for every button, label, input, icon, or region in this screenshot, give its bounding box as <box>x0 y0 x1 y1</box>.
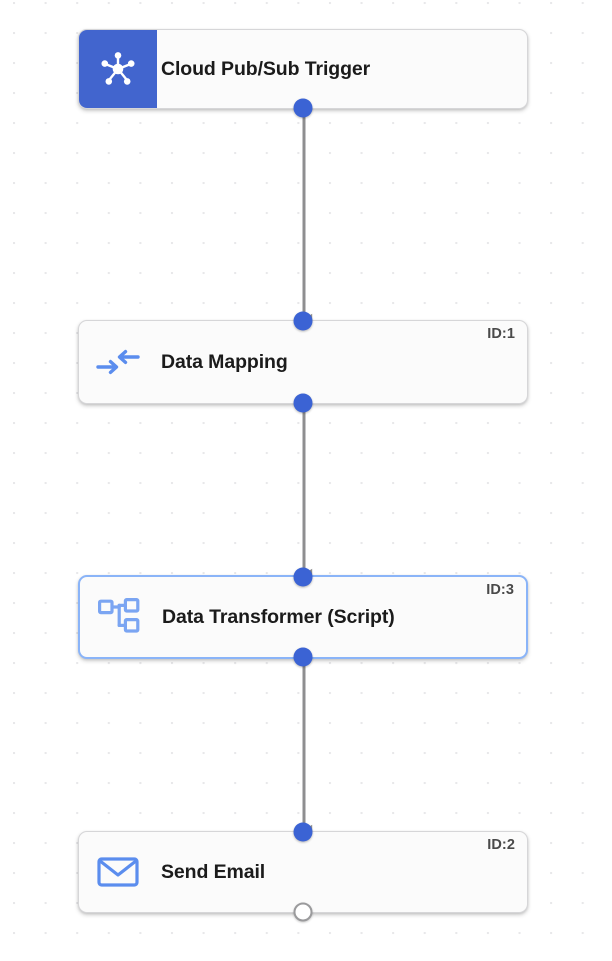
port-bottom-cloud-pubsub-trigger[interactable] <box>293 98 313 118</box>
port-top-data-mapping[interactable] <box>293 311 313 331</box>
port-top-send-email[interactable] <box>293 822 313 842</box>
port-bottom-data-transformer-script[interactable] <box>293 647 313 667</box>
node-data-mapping[interactable]: Data Mapping ID:1 <box>78 311 528 413</box>
node-send-email[interactable]: Send Email ID:2 <box>78 822 528 922</box>
merge-arrows-icon <box>79 321 157 403</box>
port-bottom-send-email[interactable] <box>293 902 313 922</box>
node-id-badge: ID:3 <box>486 582 514 598</box>
schema-tree-icon <box>80 577 158 657</box>
node-label: Data Transformer (Script) <box>162 605 395 628</box>
node-data-transformer-script[interactable]: Data Transformer (Script) ID:3 <box>78 567 528 667</box>
node-cloud-pubsub-trigger[interactable]: Cloud Pub/Sub Trigger <box>78 29 528 118</box>
node-label: Send Email <box>161 860 266 883</box>
port-bottom-data-mapping[interactable] <box>293 393 313 413</box>
port-top-data-transformer-script[interactable] <box>293 567 313 587</box>
node-id-badge: ID:1 <box>487 326 515 342</box>
node-id-badge: ID:2 <box>487 837 515 853</box>
envelope-icon <box>79 832 157 912</box>
node-label: Data Mapping <box>161 350 288 373</box>
pubsub-hub-icon <box>79 30 157 108</box>
node-label: Cloud Pub/Sub Trigger <box>161 57 371 80</box>
